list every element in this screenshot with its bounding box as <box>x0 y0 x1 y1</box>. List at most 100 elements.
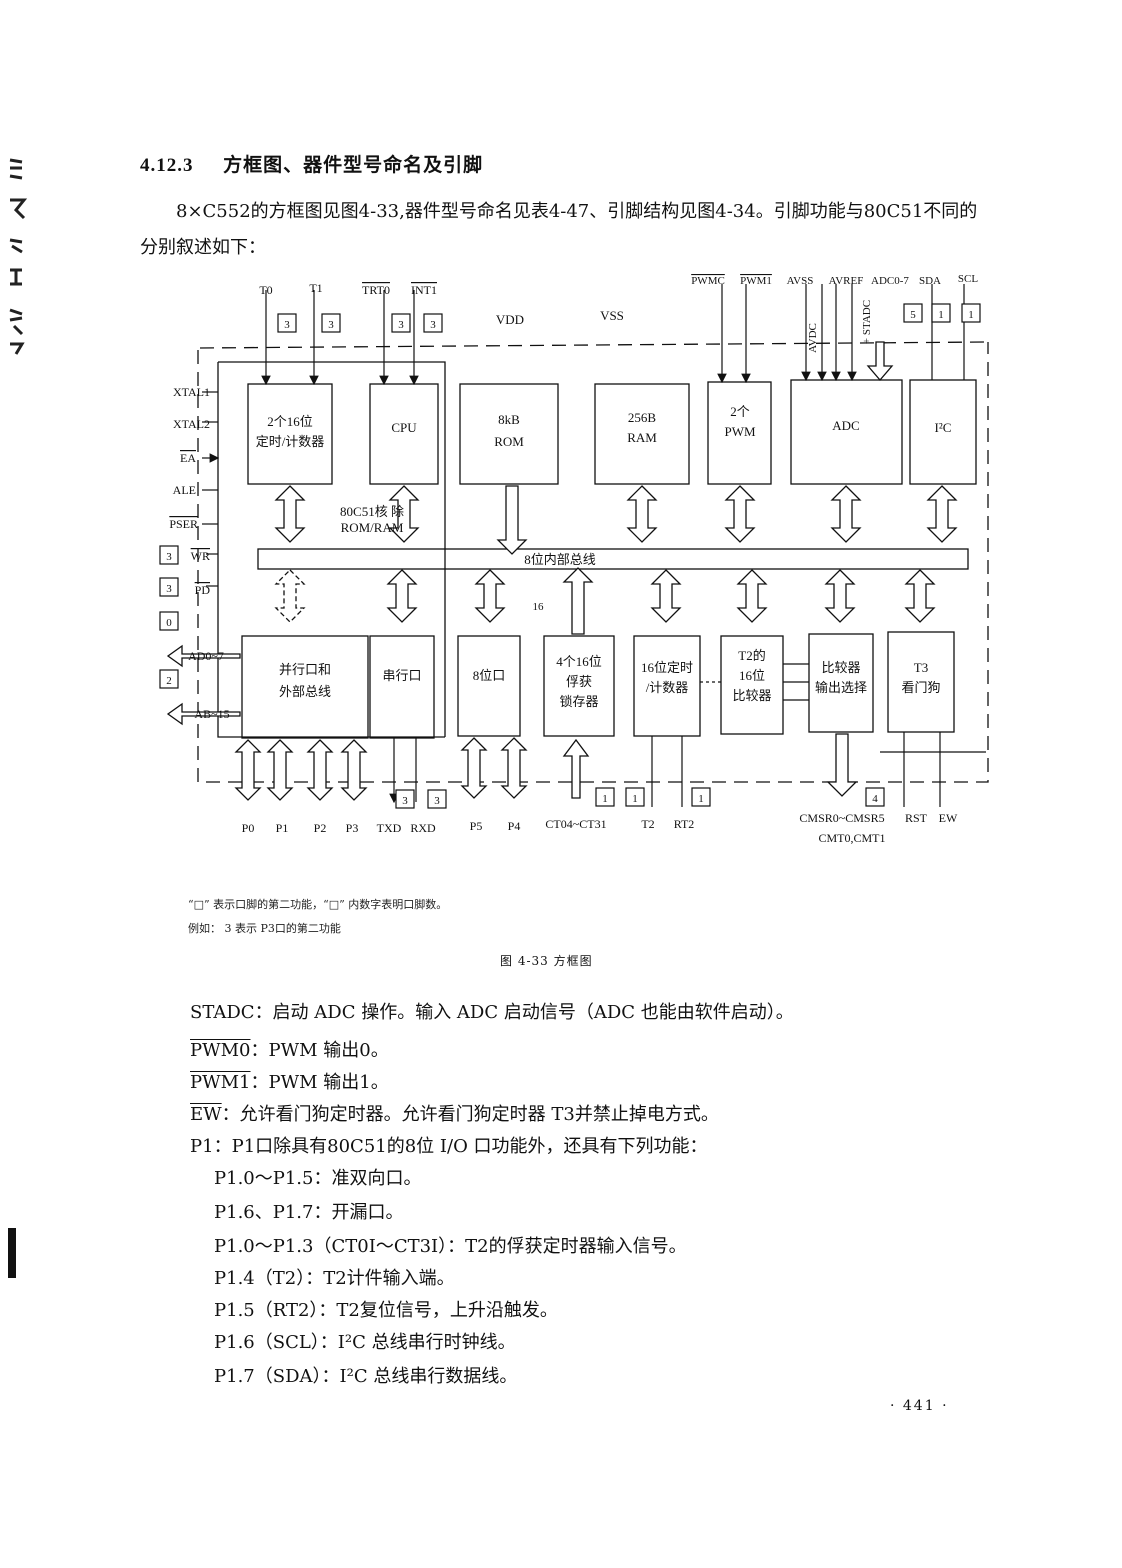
pin-pser: PSER <box>169 517 198 531</box>
right-top-box-1: 5 <box>910 309 916 321</box>
pin-pwm1: PWM1 <box>740 275 772 287</box>
def-term: EW <box>190 1104 222 1125</box>
t3-block-line1: T3 <box>914 660 928 675</box>
def-stadc: STADC：启动 ADC 操作。输入 ADC 启动信号（ADC 也能由软件启动）… <box>190 998 794 1028</box>
pin-int1: INT1 <box>411 283 437 297</box>
def-text: ：PWM 输出1。 <box>250 1072 389 1093</box>
cpu-block: CPU <box>391 420 417 435</box>
def-text: ：PWM 输出0。 <box>250 1040 389 1061</box>
pin-wr: WR <box>191 549 210 563</box>
pin-p5: P5 <box>470 819 483 833</box>
sub-item: P1.0～P1.3（CT0I～CT3I）：T2的俘获定时器输入信号。 <box>214 1236 687 1257</box>
bottom-box-5: 1 <box>698 793 704 805</box>
pin-pwmc: PWMC <box>691 275 725 287</box>
top-box-4: 3 <box>430 319 436 331</box>
def-term: P1 <box>190 1136 214 1157</box>
def-text: ：P1口除具有80C51的8位 I/O 口功能外，还具有下列功能： <box>213 1136 708 1157</box>
pin-rst: RST <box>905 811 928 825</box>
pin-p1: P1 <box>276 821 289 835</box>
timer16-block-line1: 16位定时 <box>641 660 693 675</box>
capture-block-line2: 俘获 <box>566 674 592 689</box>
serial-block: 串行口 <box>382 668 421 683</box>
rom-block-line1: 8kB <box>498 412 520 427</box>
def-text: ：启动 ADC 操作。输入 ADC 启动信号（ADC 也能由软件启动）。 <box>254 1002 794 1023</box>
cmpsel-block-line1: 比较器 <box>821 660 860 675</box>
vdd-label: VDD <box>496 312 524 327</box>
def-term: STADC <box>190 1002 255 1023</box>
bus-width-label: 16 <box>533 601 545 613</box>
def-p1: P1：P1口除具有80C51的8位 I/O 口功能外，还具有下列功能： <box>190 1132 708 1162</box>
ram-block-line1: 256B <box>628 410 657 425</box>
parallel-block-line1: 并行口和 <box>279 662 331 677</box>
pin-ale: ALE <box>173 483 196 497</box>
def-pwm1: PWM1：PWM 输出1。 <box>190 1068 389 1098</box>
figure-caption: 图 4-33 方框图 <box>500 954 593 968</box>
section-title: 方框图、器件型号命名及引脚 <box>223 154 484 176</box>
intro-paragraph: 8×C552的方框图见图4-33,器件型号命名见表4-47、引脚结构见图4-34… <box>140 201 978 258</box>
note-line-1: “□” 表示口脚的第二功能，“□” 内数字表明口脚数。 <box>188 898 448 911</box>
pin-avdc: AVDC <box>807 323 819 353</box>
timer16-block-line2: /计数器 <box>646 680 689 695</box>
pin-ew: EW <box>939 811 958 825</box>
pwm-block-line2: PWM <box>724 424 756 439</box>
section-heading: 4.12.3 方框图、器件型号命名及引脚 <box>140 150 483 177</box>
adc-block: ADC <box>832 418 859 433</box>
pin-p3: P3 <box>346 821 359 835</box>
bottom-box-2: 3 <box>434 795 440 807</box>
bottom-box-6: 4 <box>872 793 878 805</box>
scan-edge-mark <box>9 158 28 355</box>
parallel-block-line2: 外部总线 <box>279 684 331 699</box>
pwm-block-line1: 2个 <box>730 404 750 419</box>
t3-block-line2: 看门狗 <box>901 680 940 695</box>
t2cmp-block-line2: 16位 <box>739 668 765 683</box>
core-note-line2: ROM/RAM <box>341 520 404 535</box>
pin-p2: P2 <box>314 821 327 835</box>
block-diagram: 2个16位 定时/计数器 CPU 8kB ROM 256B RAM 2个 PWM… <box>159 273 989 845</box>
bottom-box-1: 3 <box>402 795 408 807</box>
sub-item: P1.0～P1.5：准双向口。 <box>214 1168 422 1189</box>
ram-block-line2: RAM <box>627 430 657 445</box>
left-box-4: 2 <box>166 675 172 687</box>
def-text: ：允许看门狗定时器。允许看门狗定时器 T3并禁止掉电方式。 <box>221 1104 719 1125</box>
t2cmp-block-line3: 比较器 <box>732 688 771 703</box>
scan-edge-bar <box>8 1228 16 1278</box>
pin-pd: PD <box>195 583 211 597</box>
sub-item: P1.5（RT2）：T2复位信号，上升沿触发。 <box>214 1300 558 1321</box>
rom-block-line2: ROM <box>494 434 524 449</box>
note-line-2: 例如： 3 表示 P3口的第二功能 <box>188 922 341 935</box>
timer-block-line2: 定时/计数器 <box>256 434 325 449</box>
sub-item: P1.6（SCL）：I²C 总线串行时钟线。 <box>214 1332 516 1353</box>
def-term: PWM1 <box>190 1072 251 1093</box>
pin-t1: T1 <box>309 281 322 295</box>
capture-block-line1: 4个16位 <box>556 654 602 669</box>
top-box-3: 3 <box>398 319 404 331</box>
bottom-box-3: 1 <box>602 793 608 805</box>
left-box-3: 0 <box>166 617 172 629</box>
section-number: 4.12.3 <box>140 155 194 176</box>
def-pwm0: PWM0：PWM 输出0。 <box>190 1036 389 1066</box>
pin-rxd: RXD <box>410 821 436 835</box>
left-box-1: 3 <box>166 551 172 563</box>
capture-block-line3: 锁存器 <box>559 694 598 709</box>
def-term: PWM0 <box>190 1040 251 1061</box>
pin-xtal2: XTAL2 <box>173 417 210 431</box>
pin-trt0: TRT0 <box>362 283 390 297</box>
internal-bus-label: 8位内部总线 <box>524 552 596 567</box>
bus-ad: AD0~7 <box>188 649 224 663</box>
timer-block-line1: 2个16位 <box>267 414 313 429</box>
pin-p0: P0 <box>242 821 255 835</box>
pin-t2: T2 <box>641 817 654 831</box>
port8-block: 8位口 <box>473 668 506 683</box>
pin-ct: CT04~CT31 <box>545 817 606 831</box>
cmpsel-block-line2: 输出选择 <box>815 680 867 695</box>
pin-cmsr: CMSR0~CMSR5 <box>799 811 884 825</box>
pin-t0: T0 <box>259 283 272 297</box>
pin-adc: ADC0-7 <box>871 275 909 287</box>
pin-avss: AVSS <box>787 275 814 287</box>
pin-cmt: CMT0,CMT1 <box>818 831 885 845</box>
pin-stadc: + STADC <box>861 300 873 344</box>
pin-xtal1: XTAL1 <box>173 385 210 399</box>
vss-label: VSS <box>600 308 624 323</box>
right-top-box-2: 1 <box>938 309 944 321</box>
right-top-box-3: 1 <box>968 309 974 321</box>
